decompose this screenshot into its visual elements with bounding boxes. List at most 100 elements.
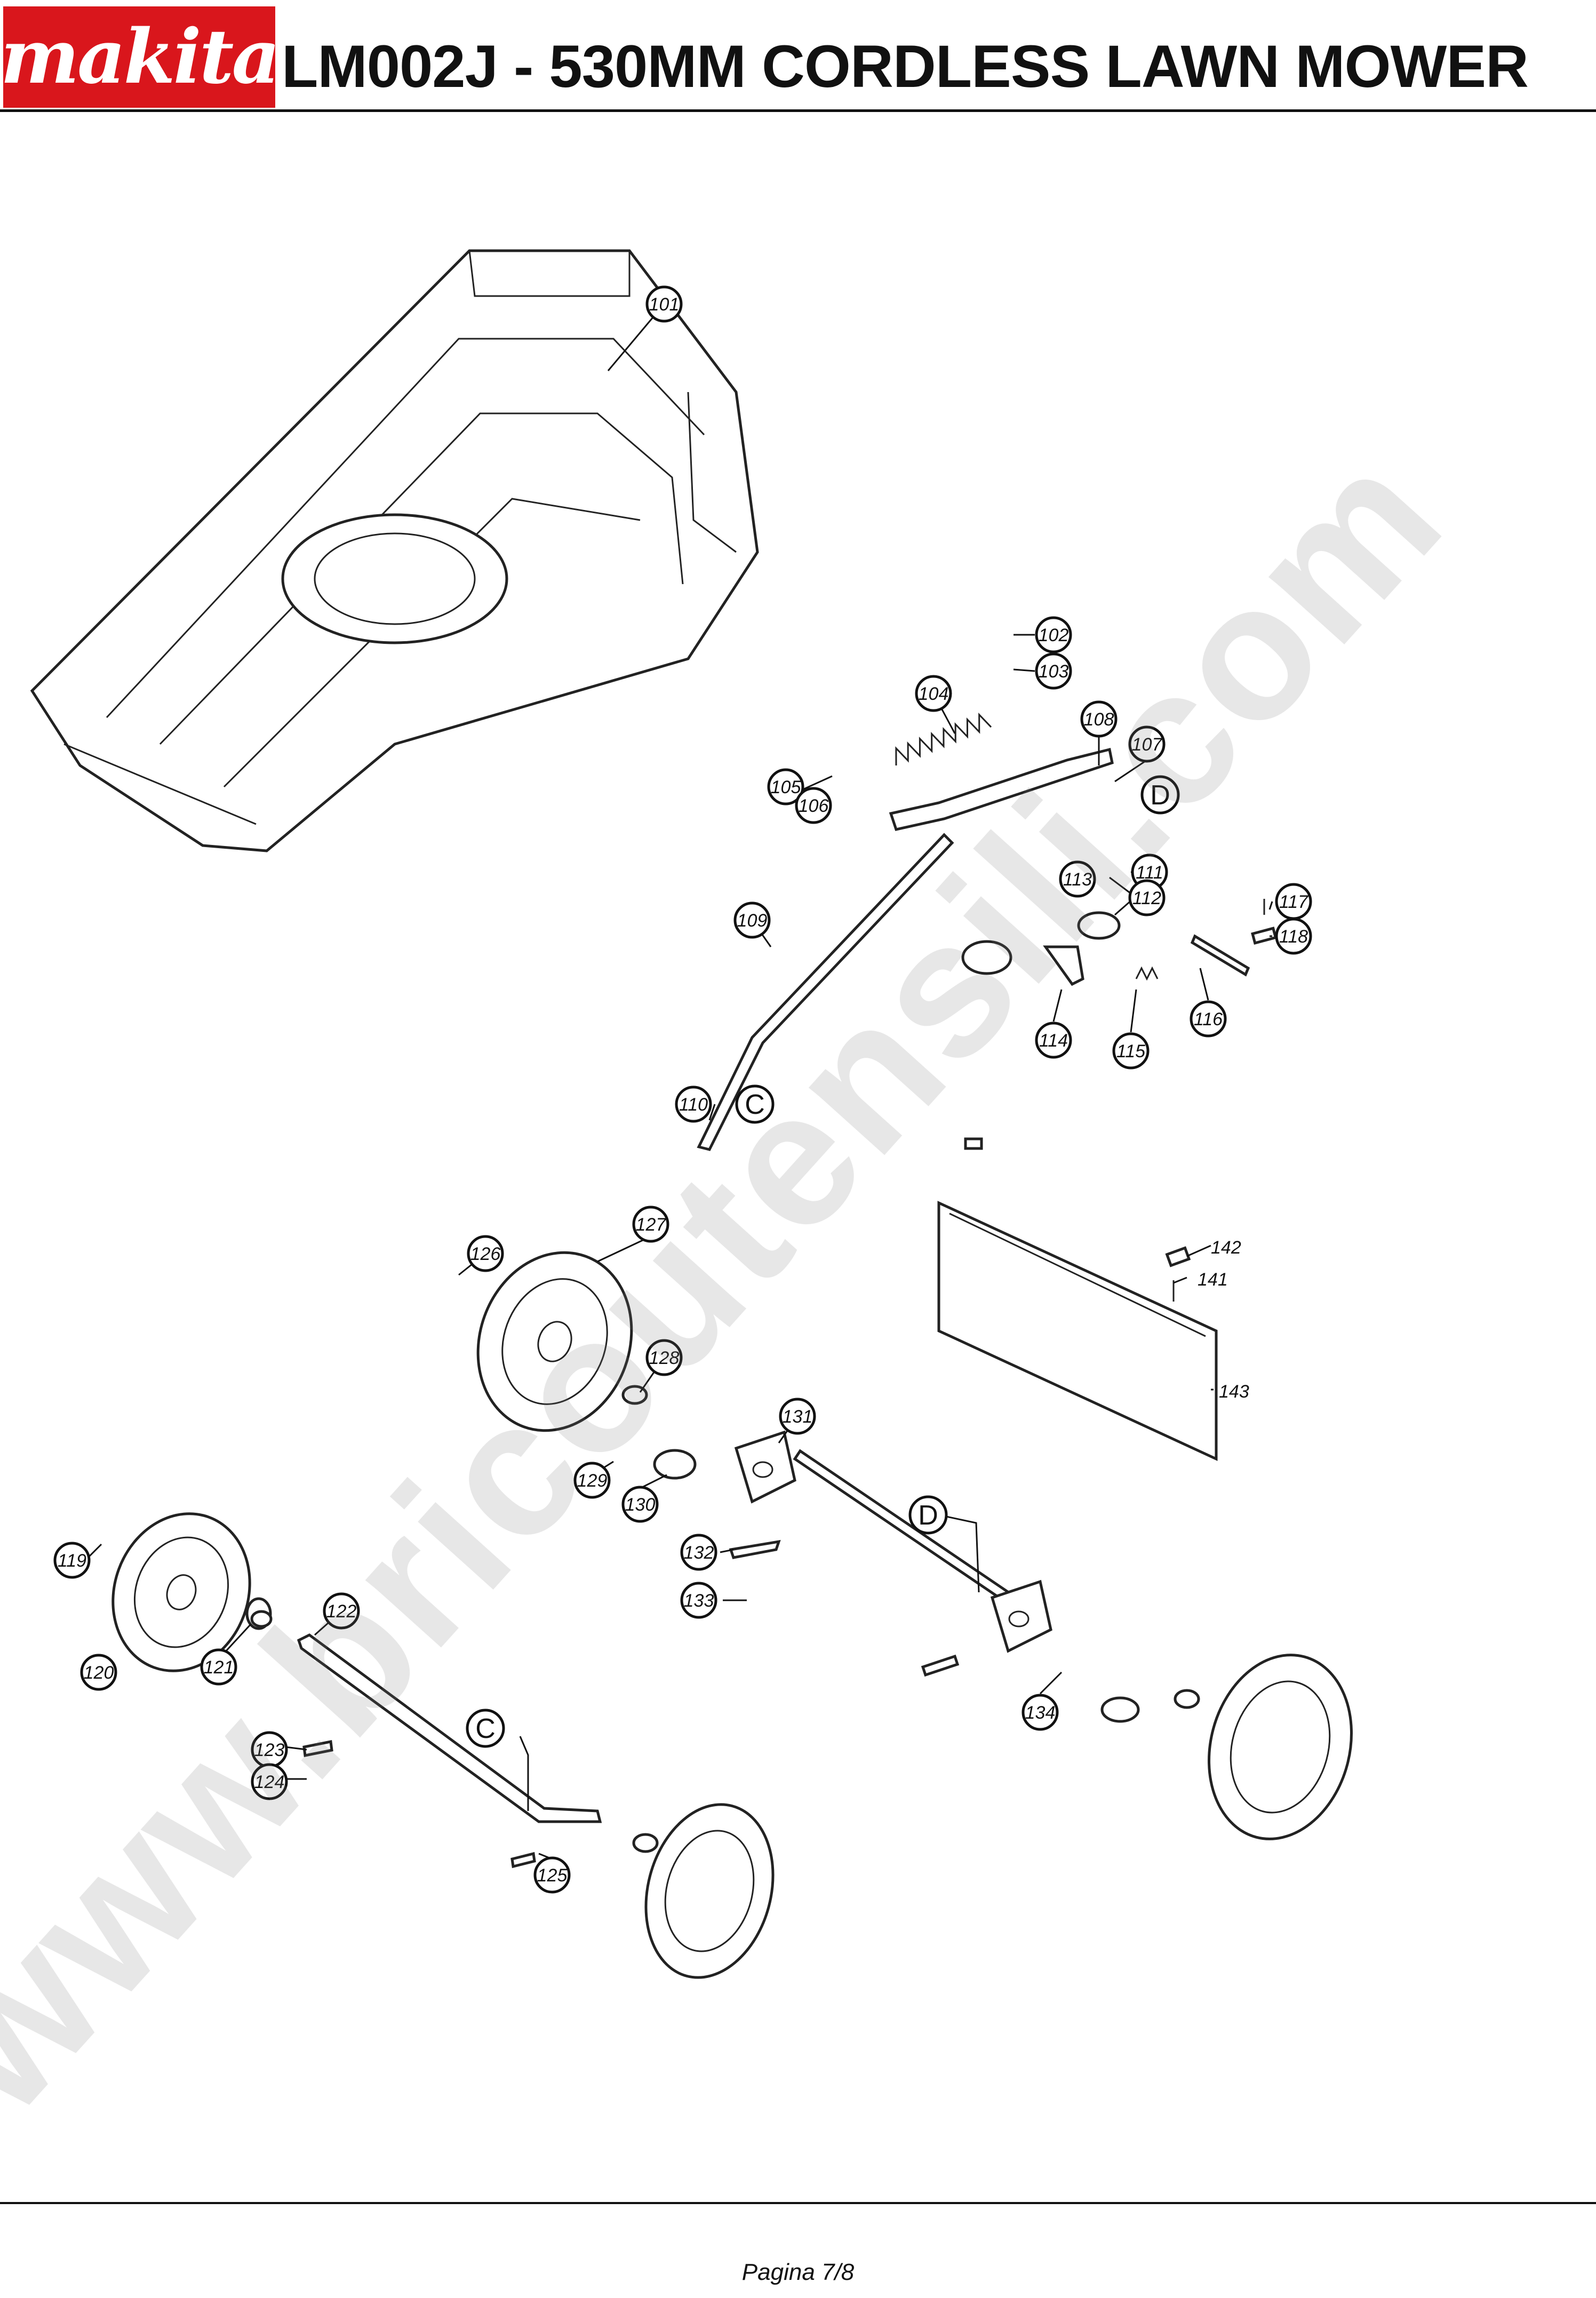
svg-text:121: 121 <box>204 1657 234 1678</box>
svg-text:103: 103 <box>1039 661 1069 682</box>
svg-text:D: D <box>1150 780 1170 811</box>
callout-113: 113 <box>1059 860 1096 898</box>
mower-deck <box>30 249 759 852</box>
svg-text:128: 128 <box>649 1348 680 1368</box>
svg-text:102: 102 <box>1039 625 1069 645</box>
svg-text:133: 133 <box>684 1591 714 1611</box>
front-right-wheel <box>476 1251 633 1432</box>
callout-131: 131 <box>779 1398 816 1435</box>
leader-lines <box>84 304 1273 1860</box>
callout-102: 102 <box>1035 616 1072 653</box>
callout-127: 127 <box>632 1206 669 1243</box>
rear-flap <box>937 1137 1218 1461</box>
svg-text:105: 105 <box>771 777 801 797</box>
callout-117: 117 <box>1275 883 1312 920</box>
label-143: 143 <box>1219 1382 1249 1402</box>
callout-132: 132 <box>680 1534 717 1571</box>
height-lever <box>889 747 1114 831</box>
footer-divider <box>0 2202 1596 2204</box>
callout-108: 108 <box>1080 700 1118 738</box>
callout-109: 109 <box>733 901 771 939</box>
svg-text:118: 118 <box>1279 927 1308 947</box>
callout-133: 133 <box>680 1582 717 1619</box>
svg-text:101: 101 <box>649 294 680 315</box>
adjustment-rod <box>697 833 954 1151</box>
rear-left-wheel <box>644 1803 775 1979</box>
callout-125: 125 <box>533 1856 571 1894</box>
adjuster-mechanism <box>961 899 1278 986</box>
svg-text:111: 111 <box>1136 863 1163 883</box>
callout-119: 119 <box>53 1542 91 1579</box>
callout-118: 118 <box>1275 917 1312 955</box>
header-divider <box>0 109 1596 112</box>
svg-text:141: 141 <box>1198 1270 1228 1290</box>
svg-text:142: 142 <box>1211 1238 1241 1258</box>
svg-text:132: 132 <box>684 1543 714 1563</box>
reference-letter-c-lower: C <box>466 1709 505 1748</box>
svg-text:117: 117 <box>1279 892 1308 912</box>
callout-126: 126 <box>467 1235 504 1272</box>
exploded-parts-diagram: 101 102 103 104 105 106 107 108 109 110 … <box>30 249 1353 1979</box>
callout-129: 129 <box>573 1462 611 1499</box>
callout-105: 105 <box>767 768 804 805</box>
svg-text:122: 122 <box>326 1601 357 1622</box>
svg-text:134: 134 <box>1025 1703 1056 1723</box>
callout-116: 116 <box>1190 1000 1227 1038</box>
svg-text:114: 114 <box>1039 1031 1068 1051</box>
callout-130: 130 <box>621 1486 659 1523</box>
svg-text:107: 107 <box>1132 735 1163 755</box>
callout-106: 106 <box>795 787 832 824</box>
reference-letter-d-upper: D <box>1140 775 1180 815</box>
reference-letter-d-lower: D <box>908 1495 948 1535</box>
svg-text:127: 127 <box>636 1215 667 1235</box>
page-header: makita LM002J - 530MM CORDLESS LAWN MOWE… <box>0 0 1596 115</box>
callout-123: 123 <box>251 1731 288 1768</box>
callout-128: 128 <box>645 1339 683 1376</box>
svg-text:143: 143 <box>1219 1382 1249 1402</box>
callout-110: 110 <box>675 1086 712 1123</box>
callout-104: 104 <box>915 675 952 712</box>
svg-text:C: C <box>745 1089 765 1120</box>
callout-134: 134 <box>1022 1694 1059 1731</box>
svg-text:124: 124 <box>254 1772 285 1792</box>
page-number: Pagina 7/8 <box>741 2259 855 2285</box>
callout-120: 120 <box>80 1654 117 1691</box>
svg-text:126: 126 <box>470 1244 501 1264</box>
svg-text:115: 115 <box>1116 1041 1145 1062</box>
rear-right-wheel <box>1208 1654 1353 1840</box>
svg-text:125: 125 <box>537 1865 568 1886</box>
svg-text:129: 129 <box>577 1471 608 1491</box>
front-left-wheel <box>111 1512 251 1672</box>
callout-114: 114 <box>1035 1022 1072 1059</box>
svg-text:C: C <box>475 1713 496 1744</box>
svg-text:123: 123 <box>254 1740 285 1760</box>
callout-122: 122 <box>323 1592 360 1630</box>
callout-107: 107 <box>1128 725 1166 763</box>
svg-text:108: 108 <box>1084 709 1114 730</box>
brand-wordmark: makita <box>0 13 280 101</box>
svg-text:116: 116 <box>1194 1009 1223 1030</box>
height-spring <box>895 713 992 766</box>
svg-text:104: 104 <box>919 684 949 704</box>
svg-text:113: 113 <box>1063 869 1092 890</box>
reference-letter-c-upper: C <box>735 1084 775 1124</box>
callout-103: 103 <box>1035 652 1072 690</box>
svg-text:106: 106 <box>799 796 829 816</box>
svg-text:109: 109 <box>737 911 768 931</box>
svg-text:110: 110 <box>679 1095 708 1115</box>
page-title: LM002J - 530MM CORDLESS LAWN MOWER <box>282 33 1529 100</box>
svg-text:119: 119 <box>58 1551 86 1571</box>
makita-logo: makita <box>0 6 280 108</box>
callout-121: 121 <box>200 1648 237 1686</box>
label-142: 142 <box>1211 1238 1241 1258</box>
svg-text:D: D <box>918 1500 938 1531</box>
svg-text:131: 131 <box>783 1407 813 1427</box>
callout-115: 115 <box>1112 1032 1150 1070</box>
svg-text:130: 130 <box>625 1495 656 1515</box>
svg-text:120: 120 <box>84 1663 114 1683</box>
callout-101: 101 <box>645 285 683 323</box>
label-141: 141 <box>1198 1270 1228 1290</box>
rear-axle <box>250 1385 1200 1869</box>
callout-112: 112 <box>1128 879 1166 916</box>
svg-text:112: 112 <box>1132 888 1161 908</box>
